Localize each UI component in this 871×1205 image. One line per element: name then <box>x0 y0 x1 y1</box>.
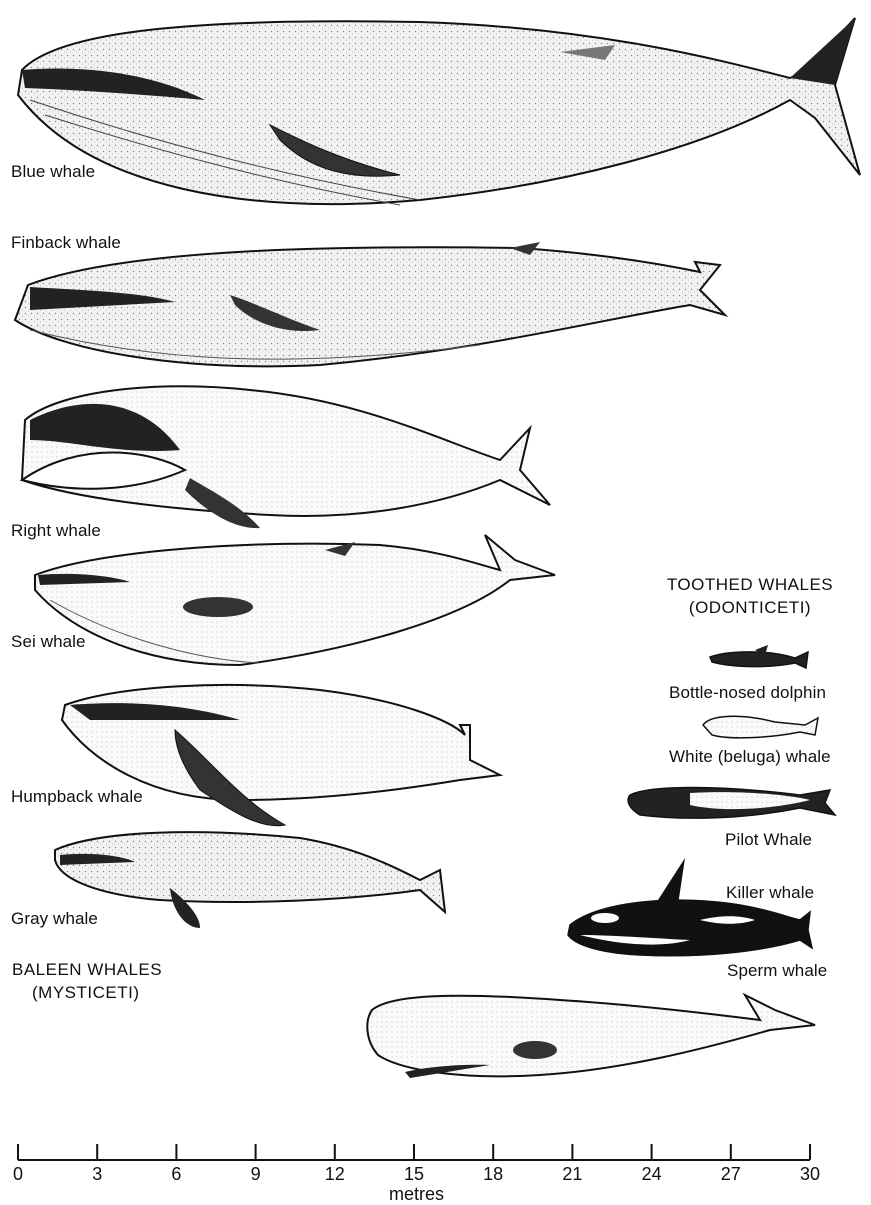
scale-tick-label-21: 21 <box>562 1164 582 1184</box>
blue-whale-illustration <box>18 18 860 205</box>
scale-tick-label-0: 0 <box>13 1164 23 1184</box>
scale-unit-label: metres <box>389 1185 444 1203</box>
bottlenose-dolphin-illustration <box>710 645 808 668</box>
scale-tick-labels: 0 3 6 9 12 15 18 21 24 27 30 <box>13 1164 820 1184</box>
baleen-heading-line1: BALEEN WHALES <box>12 959 162 982</box>
label-humpback-whale: Humpback whale <box>11 788 143 805</box>
pilot-whale-illustration <box>628 788 835 819</box>
sei-whale-illustration <box>35 535 555 665</box>
gray-whale-illustration <box>55 832 445 928</box>
scale-tick-label-3: 3 <box>92 1164 102 1184</box>
label-gray-whale: Gray whale <box>11 910 98 927</box>
scale-tick-label-24: 24 <box>642 1164 662 1184</box>
scale-tick-label-9: 9 <box>251 1164 261 1184</box>
scale-tick-label-15: 15 <box>404 1164 424 1184</box>
label-sperm-whale: Sperm whale <box>727 962 827 979</box>
scale-tick-marks <box>18 1144 810 1160</box>
beluga-whale-illustration <box>703 716 818 738</box>
label-bottlenose-dolphin: Bottle-nosed dolphin <box>669 684 826 701</box>
baleen-group-heading: BALEEN WHALES (MYSTICETI) <box>12 959 162 1005</box>
toothed-heading-line2: (ODONTICETI) <box>665 597 835 620</box>
scale-tick-label-30: 30 <box>800 1164 820 1184</box>
label-beluga-whale: White (beluga) whale <box>669 748 831 765</box>
scale-bar: 0 3 6 9 12 15 18 21 24 27 30 <box>13 1144 820 1184</box>
label-finback-whale: Finback whale <box>11 234 121 251</box>
finback-whale-illustration <box>15 242 725 366</box>
toothed-heading-line1: TOOTHED WHALES <box>665 574 835 597</box>
label-pilot-whale: Pilot Whale <box>725 831 812 848</box>
killer-whale-illustration <box>568 858 812 956</box>
label-right-whale: Right whale <box>11 522 101 539</box>
label-sei-whale: Sei whale <box>11 633 86 650</box>
label-blue-whale: Blue whale <box>11 163 95 180</box>
right-whale-illustration <box>22 386 550 528</box>
scale-tick-label-18: 18 <box>483 1164 503 1184</box>
scale-tick-label-12: 12 <box>325 1164 345 1184</box>
label-killer-whale: Killer whale <box>726 884 814 901</box>
scale-tick-label-27: 27 <box>721 1164 741 1184</box>
sperm-whale-illustration <box>367 995 815 1078</box>
toothed-group-heading: TOOTHED WHALES (ODONTICETI) <box>665 574 835 620</box>
baleen-heading-line2: (MYSTICETI) <box>12 982 162 1005</box>
scale-tick-label-6: 6 <box>171 1164 181 1184</box>
